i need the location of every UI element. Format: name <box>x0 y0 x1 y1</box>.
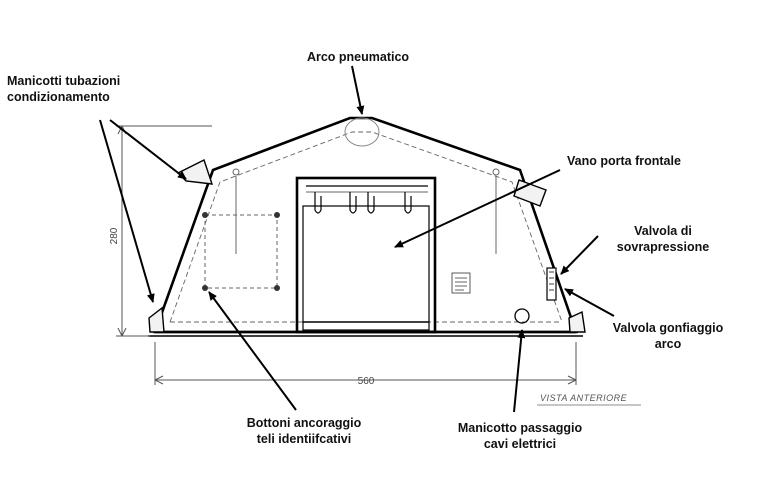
arrow-bottoni <box>208 291 297 411</box>
width-dimension-label: 560 <box>358 376 375 387</box>
label-manicotto-cavi: Manicotto passaggio cavi elettrici <box>440 420 600 452</box>
label-manicotti-line2: condizionamento <box>7 90 110 104</box>
label-manicotti-tubazioni: Manicotti tubazioni condizionamento <box>7 73 120 105</box>
arrow-valvola-gonf <box>564 288 615 317</box>
label-manicotti-line1: Manicotti tubazioni <box>7 74 121 88</box>
label-manicotto-cavi-line2: cavi elettrici <box>483 437 557 451</box>
arrow-vano-porta <box>394 169 561 248</box>
arrow-valvola-sovra <box>560 235 599 275</box>
internal-poles <box>232 168 500 254</box>
valves <box>546 267 557 301</box>
label-valvola-gonf-line1: Valvola gonfiaggio <box>612 321 724 335</box>
view-caption: VISTA ANTERIORE <box>540 393 628 403</box>
label-bottoni-line1: Bottoni ancoraggio <box>246 416 362 430</box>
tent-body <box>148 116 583 337</box>
label-vano-porta: Vano porta frontale <box>567 154 681 168</box>
width-dimension <box>154 342 577 385</box>
label-valvola-gonfiaggio: Valvola gonfiaggio arco <box>600 320 736 352</box>
label-bottoni-ancoraggio: Bottoni ancoraggio teli identiifcativi <box>224 415 384 447</box>
electric-cable-sleeve <box>514 308 530 324</box>
front-door-frame <box>295 176 437 334</box>
label-valvola-sovra-line1: Valvola di <box>634 224 692 238</box>
label-valvola-gonf-line2: arco <box>654 337 682 351</box>
arrow-manicotti-lower <box>99 119 155 303</box>
label-manicotto-cavi-line1: Manicotto passaggio <box>457 421 583 435</box>
arrow-arco <box>351 65 365 115</box>
label-valvola-sovrapressione: Valvola di sovrapressione <box>600 223 726 255</box>
leader-arrows <box>99 65 615 413</box>
arrow-manicotti-upper <box>109 119 187 180</box>
label-bottoni-line2: teli identiifcativi <box>256 432 352 446</box>
label-valvola-sovra-line2: sovrapressione <box>616 240 710 254</box>
label-arco-pneumatico: Arco pneumatico <box>306 50 410 64</box>
height-dimension-label: 280 <box>109 227 120 244</box>
info-plate <box>451 272 471 294</box>
arrow-manicotto-cavi <box>513 329 526 413</box>
pneumatic-arch-tube <box>344 117 380 147</box>
id-panel <box>202 212 280 291</box>
